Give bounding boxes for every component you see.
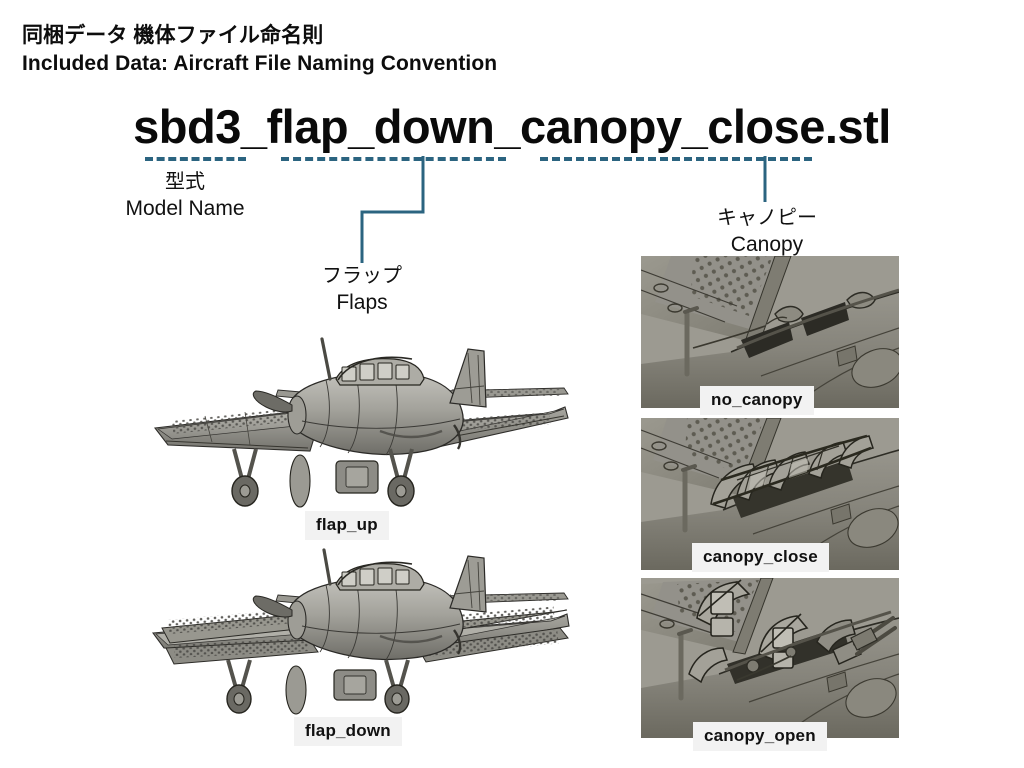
connector-line-flaps xyxy=(360,156,425,263)
render-cockpit-canopy-close xyxy=(641,418,899,570)
figure-no-canopy xyxy=(641,256,899,408)
callout-flaps: フラップ Flaps xyxy=(272,264,452,316)
callout-canopy-en: Canopy xyxy=(730,232,804,256)
callout-model-name: 型式 Model Name xyxy=(95,170,275,222)
render-aircraft-flap-down xyxy=(151,548,570,715)
figure-flap-up xyxy=(150,333,570,518)
caption-canopy-open: canopy_open xyxy=(693,722,827,751)
underline-canopy-segment xyxy=(540,157,812,161)
render-cockpit-canopy-open xyxy=(641,578,899,738)
filename-title: sbd3_flap_down_canopy_close.stl xyxy=(133,100,891,153)
caption-no-canopy: no_canopy xyxy=(700,386,814,415)
figure-flap-down xyxy=(150,548,570,728)
callout-flaps-jp: フラップ xyxy=(322,265,402,287)
underline-flap-segment xyxy=(281,157,506,161)
caption-canopy-close: canopy_close xyxy=(692,543,829,572)
header-title-jp: 同梱データ 機体ファイル命名則 xyxy=(22,24,324,47)
render-cockpit-no-canopy xyxy=(641,256,899,408)
callout-model-name-en: Model Name xyxy=(125,196,245,220)
callout-canopy-jp: キャノピー xyxy=(717,207,817,229)
callout-model-name-jp: 型式 xyxy=(165,171,205,193)
caption-flap-down: flap_down xyxy=(294,717,402,746)
figure-canopy-close xyxy=(641,418,899,570)
connector-line-canopy xyxy=(763,156,767,202)
caption-flap-up: flap_up xyxy=(305,511,389,540)
underline-model-name xyxy=(145,157,246,161)
callout-canopy: キャノピー Canopy xyxy=(672,206,862,258)
page-header: 同梱データ 機体ファイル命名則 Included Data: Aircraft … xyxy=(22,22,497,78)
figure-canopy-open xyxy=(641,578,899,738)
callout-flaps-en: Flaps xyxy=(336,290,388,314)
header-title-en: Included Data: Aircraft File Naming Conv… xyxy=(22,51,498,75)
render-aircraft-flap-up xyxy=(153,337,569,508)
